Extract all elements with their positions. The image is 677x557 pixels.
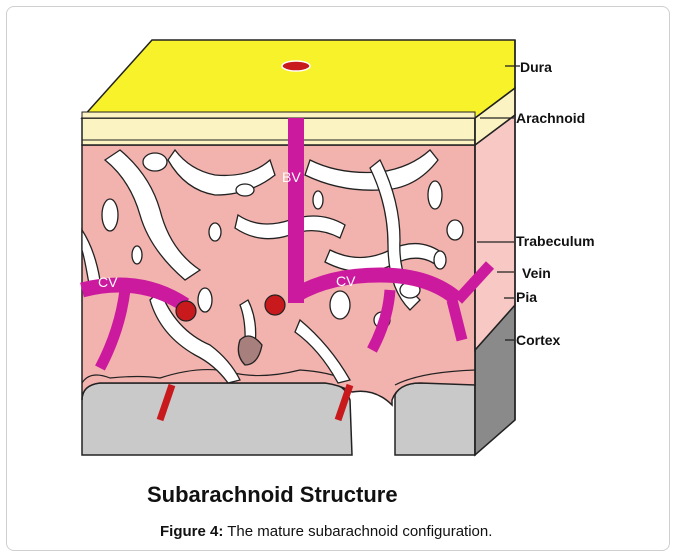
- label-trabeculum: Trabeculum: [516, 233, 595, 249]
- caption-text: The mature subarachnoid configuration.: [223, 523, 492, 540]
- label-dura: Dura: [520, 59, 552, 75]
- label-cortex: Cortex: [516, 332, 560, 348]
- cv-left-label: CV: [98, 274, 118, 290]
- dura-layer: [82, 40, 515, 118]
- cv-right-label: CV: [336, 273, 356, 289]
- caption-prefix: Figure 4:: [160, 523, 223, 540]
- artery-left: [176, 301, 196, 321]
- figure-caption: Figure 4: The mature subarachnoid config…: [160, 523, 492, 540]
- bv-label: BV: [282, 169, 301, 185]
- label-vein: Vein: [522, 265, 551, 281]
- artery-right: [265, 295, 285, 315]
- label-arachnoid: Arachnoid: [516, 110, 585, 126]
- dural-vessel: [282, 61, 310, 71]
- diagram-title: Subarachnoid Structure: [147, 482, 398, 508]
- label-pia: Pia: [516, 289, 537, 305]
